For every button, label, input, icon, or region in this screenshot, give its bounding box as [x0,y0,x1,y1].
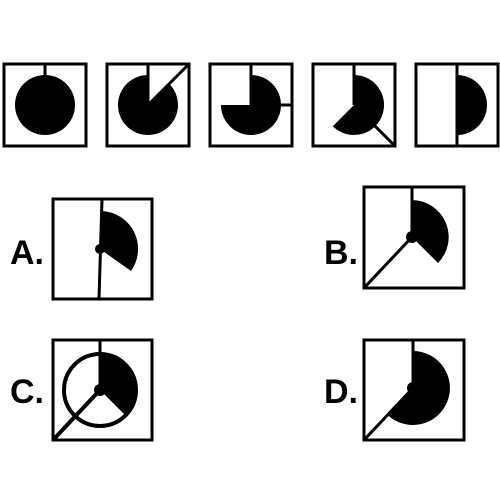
option-label: B. [324,234,358,272]
line-segment [362,235,414,290]
option-label: D. [324,373,358,411]
disc-sector [412,200,449,263]
disc-sector [100,353,137,416]
line-segment [146,62,191,107]
option-label: A. [10,234,44,272]
center-dot [94,384,106,396]
center-dot [407,382,419,394]
sequence-tile-1 [2,62,88,148]
line-segment [362,386,415,442]
center-dot [406,231,418,243]
sequence-row [2,62,500,148]
option-b[interactable]: B. [324,185,466,290]
option-a[interactable]: A. [10,197,154,301]
disc-sector [332,74,385,135]
disc-sector [100,211,139,271]
sequence-tile-5 [414,62,500,148]
option-label: C. [10,373,44,411]
sequence-tile-4 [311,62,397,148]
line-segment [352,103,397,148]
option-c[interactable]: C. [10,338,154,442]
option-d[interactable]: D. [324,338,466,442]
line-segment [51,388,102,442]
sequence-tile-2 [105,62,191,148]
center-dot [95,244,105,254]
sequence-tile-3 [208,62,294,148]
disc-sector [457,75,487,135]
